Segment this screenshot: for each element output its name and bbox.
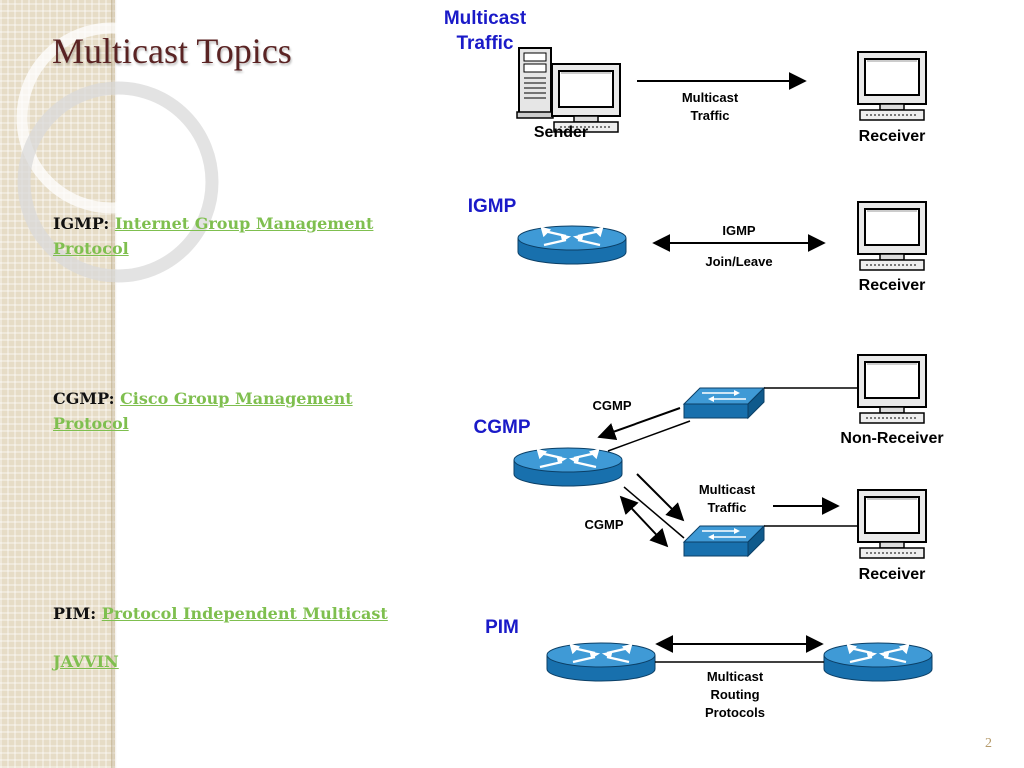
topic-abbr: CGMP: [53,389,115,408]
cgmp-traffic-label-line1: Multicast [699,482,756,497]
topic-cgmp: CGMP: Cisco Group Management Protocol [53,386,393,436]
cgmp-traffic-label-line2: Traffic [707,500,746,515]
page-number: 2 [985,736,992,751]
cgmp-link[interactable]: Cisco Group Management Protocol [53,389,353,433]
sender-label: Sender [534,124,588,141]
cgmp-link-upper [607,420,691,452]
pim-label-line1: Multicast [707,669,764,684]
multicast-traffic-heading-line1: Multicast [444,8,527,29]
router-icon [512,446,624,488]
javvin-link[interactable]: JAVVIN [53,652,119,671]
switch-icon [683,387,765,419]
router-icon [822,641,934,683]
pim-label-line3: Protocols [705,705,765,720]
decorative-ring [17,81,219,283]
pim-label-line2: Routing [710,687,759,702]
traffic-arrow-label-line2: Traffic [690,108,729,123]
pim-heading: PIM [485,617,519,638]
receiver-label: Receiver [859,128,926,145]
topic-abbr: PIM: [53,604,97,623]
switch-icon [683,525,765,557]
receiver-label: Receiver [859,277,926,294]
pim-link[interactable]: Protocol Independent Multicast [101,604,388,623]
source-link-container: JAVVIN [53,649,119,674]
monitor-icon [857,51,927,121]
igmp-heading: IGMP [468,196,517,217]
strip-shadow [111,0,117,768]
cgmp-lower-label: CGMP [585,517,624,532]
multicast-traffic-down-arrow [636,473,685,522]
cgmp-upper-label: CGMP [593,398,632,413]
cgmp-arrow-lower [619,495,669,548]
monitor-icon [857,489,927,559]
topic-igmp: IGMP: Internet Group Management Protocol [53,211,443,261]
monitor-icon [857,201,927,271]
igmp-link[interactable]: Internet Group Management Protocol [53,214,374,258]
slide-title: Multicast Topics [52,31,292,71]
igmp-arrow-label: IGMP [722,223,756,238]
cgmp-heading: CGMP [474,417,531,438]
cgmp-arrow-upper [597,407,681,441]
receiver-label: Receiver [859,566,926,583]
topic-pim: PIM: Protocol Independent Multicast [53,601,453,626]
monitor-icon [857,354,927,424]
join-leave-label: Join/Leave [705,254,772,269]
topic-abbr: IGMP: [53,214,110,233]
multicast-traffic-heading-line2: Traffic [456,33,513,54]
decorative-ring [16,22,208,214]
monitor-icon [551,63,621,133]
server-icon [516,47,554,119]
non-receiver-label: Non-Receiver [840,430,943,447]
router-icon [545,641,657,683]
router-icon [516,224,628,266]
traffic-arrow-label-line1: Multicast [682,90,739,105]
